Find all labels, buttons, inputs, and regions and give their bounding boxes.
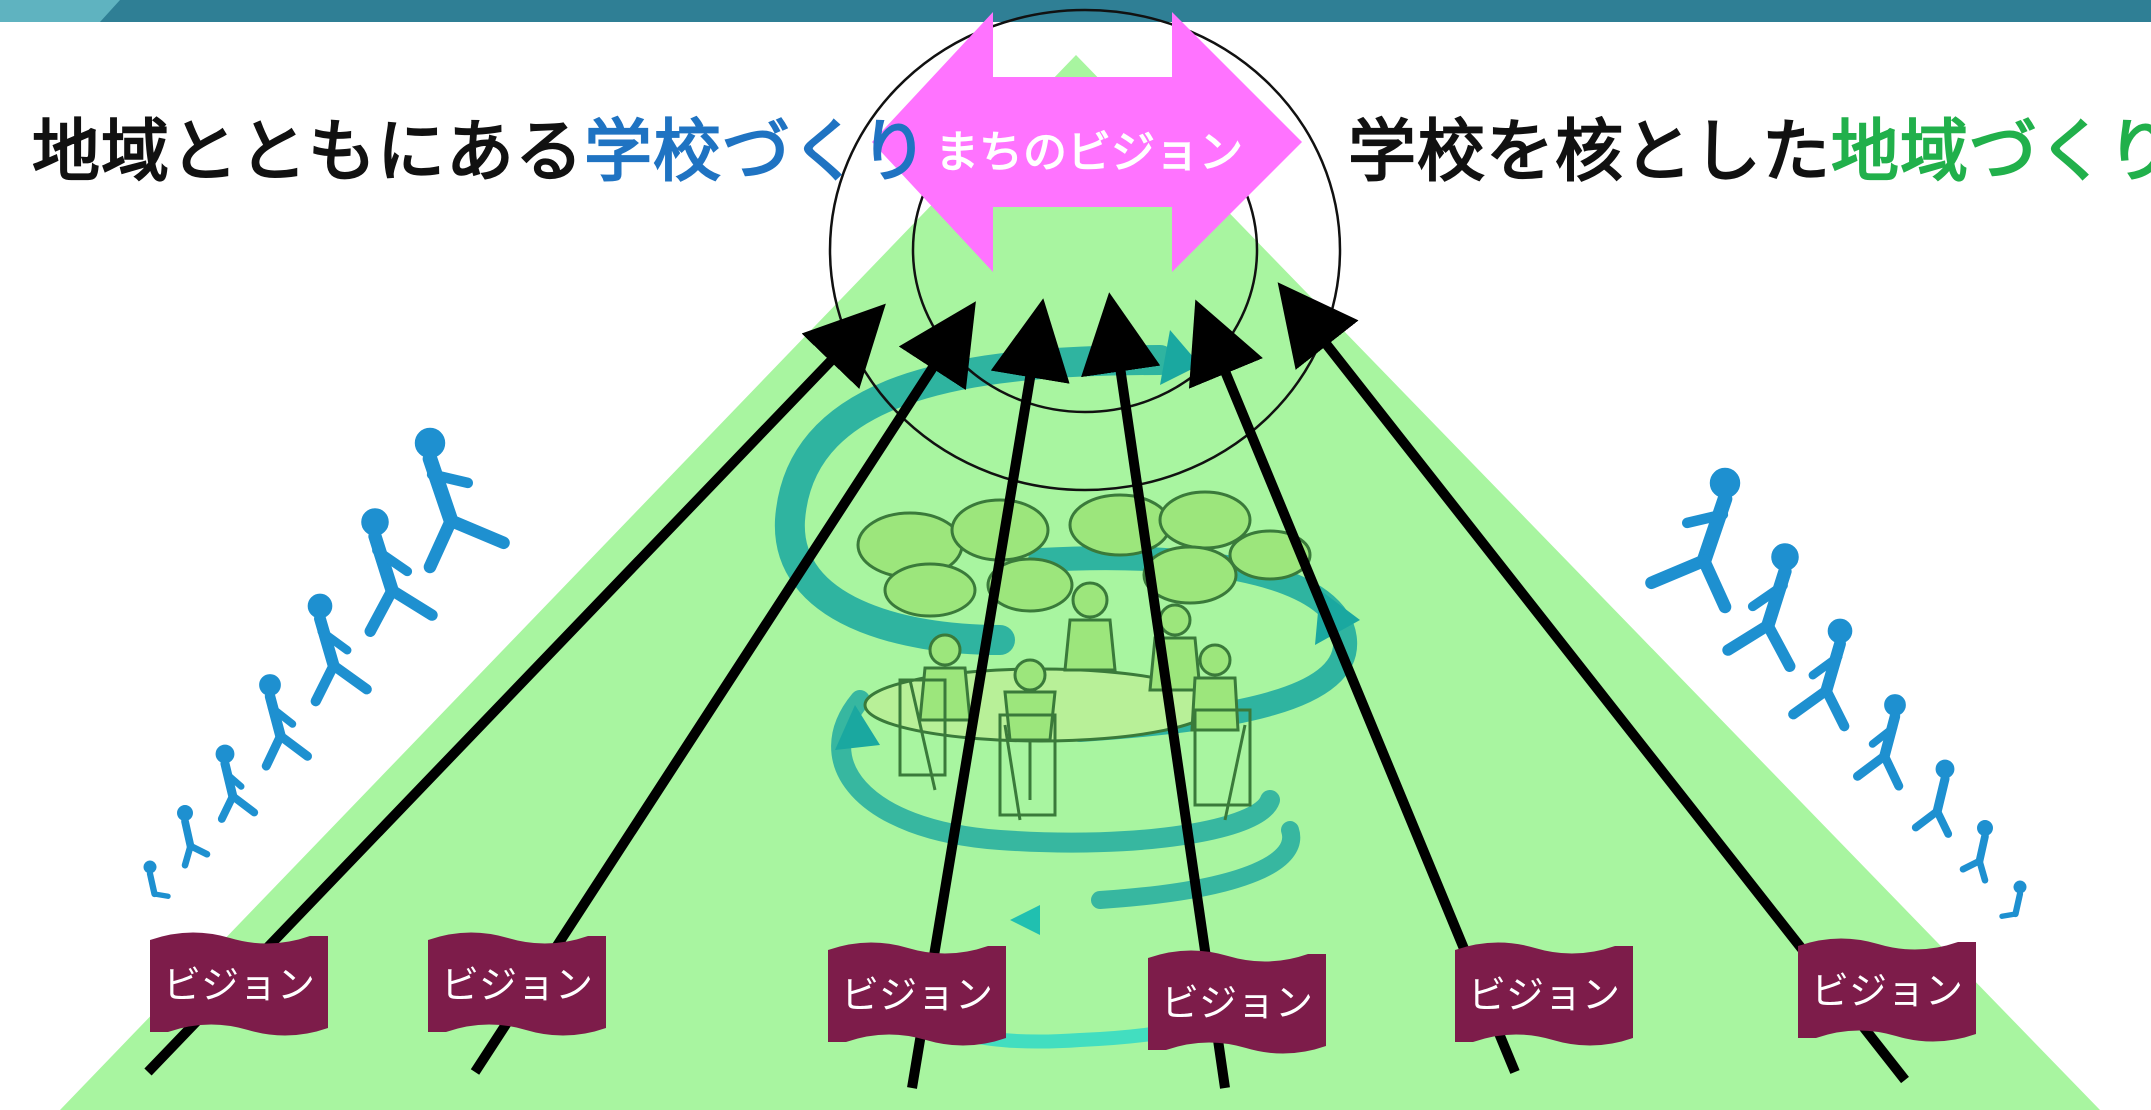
double-arrow-icon bbox=[872, 12, 1302, 272]
flag-label: ビジョン bbox=[841, 973, 993, 1017]
heading-left-black: 地域とともにある bbox=[32, 113, 585, 192]
flag-label: ビジョン bbox=[1811, 969, 1963, 1013]
pyramid-background bbox=[60, 55, 2100, 1110]
walking-people-left-icon bbox=[143, 427, 510, 899]
flag-label: ビジョン bbox=[441, 963, 593, 1007]
outer-circle bbox=[828, 8, 1342, 492]
discussion-group-icon bbox=[856, 490, 1312, 821]
flag-shape bbox=[1148, 950, 1326, 1054]
flag-label: ビジョン bbox=[163, 963, 315, 1007]
heading-community-building: 学校を核とした地域づくり bbox=[1348, 96, 2151, 195]
heading-left-accent: 学校づくり bbox=[584, 113, 930, 192]
flag-shape bbox=[1455, 942, 1633, 1046]
heading-right-black: 学校を核とした bbox=[1348, 113, 1832, 192]
flag-shape bbox=[828, 942, 1006, 1046]
flag-label: ビジョン bbox=[1468, 973, 1620, 1017]
flag-label: ビジョン bbox=[1161, 981, 1313, 1025]
flag-shape bbox=[1798, 938, 1976, 1042]
vision-flags bbox=[150, 932, 1976, 1054]
walking-people-right-icon bbox=[1645, 467, 2027, 919]
top-band-accent bbox=[0, 0, 120, 22]
heading-right-accent: 地域づくり bbox=[1831, 113, 2151, 192]
flag-shape bbox=[428, 932, 606, 1036]
flag-shape bbox=[150, 932, 328, 1036]
town-vision-label: まちのビジョン bbox=[935, 127, 1243, 178]
heading-school-building: 地域とともにある学校づくり bbox=[32, 96, 929, 195]
